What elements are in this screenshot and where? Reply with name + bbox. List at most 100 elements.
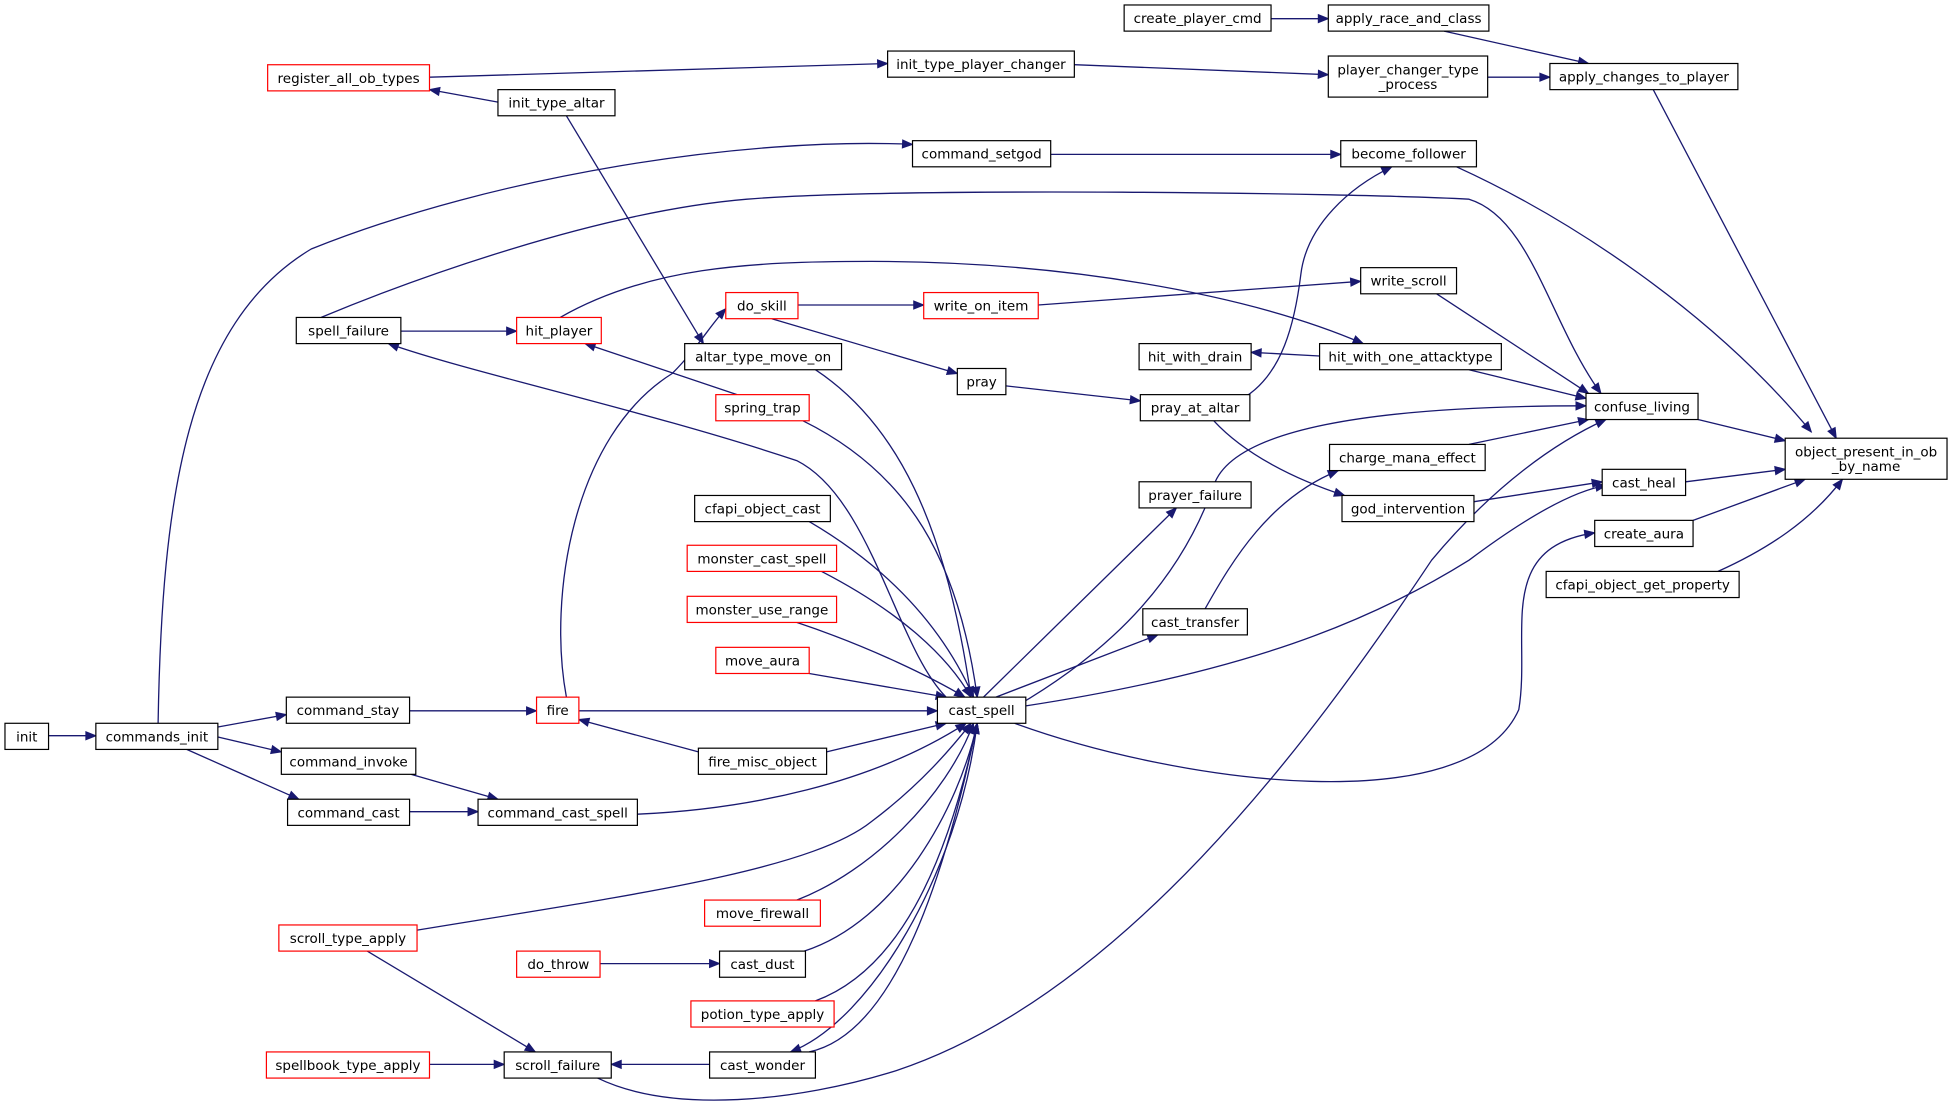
edge-altar_type_move_on-to-cast_spell	[815, 369, 975, 699]
edge-line	[186, 748, 300, 800]
node-box	[267, 64, 431, 92]
node-hit-with-one-attacktype[interactable]: hit_with_one_attacktype	[1318, 342, 1502, 371]
node-command-stay[interactable]: command_stay	[285, 696, 411, 724]
edge-line	[796, 621, 966, 698]
edge-line	[578, 718, 699, 753]
node-root[interactable]: object_present_in_ob_by_name	[1784, 437, 1948, 480]
edge-charge_mana_effect-to-confuse_living	[1468, 417, 1590, 446]
edge-commands_init-to-command_invoke	[217, 736, 283, 755]
node-fire-misc-object[interactable]: fire_misc_object	[697, 747, 828, 775]
node-box	[477, 798, 638, 826]
node-label: cfapi_object_cast	[705, 502, 821, 518]
node-create-aura[interactable]: create_aura	[1594, 519, 1694, 548]
node-confuse-living[interactable]: confuse_living	[1585, 392, 1699, 421]
edge-arrowhead	[1326, 470, 1340, 479]
node-command-cast-spell[interactable]: command_cast_spell	[477, 798, 638, 826]
node-box	[516, 950, 601, 978]
node-command-setgod[interactable]: command_setgod	[911, 140, 1052, 168]
node-cfapi-object-get-property[interactable]: cfapi_object_get_property	[1545, 570, 1740, 599]
node-box	[715, 394, 810, 422]
node-do-skill[interactable]: do_skill	[725, 291, 799, 320]
node-label: move_aura	[725, 653, 800, 669]
node-command-cast[interactable]: command_cast	[286, 798, 411, 826]
node-write-scroll[interactable]: write_scroll	[1360, 267, 1458, 295]
node-cast-wonder[interactable]: cast_wonder	[708, 1051, 817, 1079]
node-box	[1142, 608, 1248, 636]
edge-apply_changes_to_player-to-root	[1652, 89, 1837, 440]
node-altar-type-move-on[interactable]: altar_type_move_on	[684, 342, 843, 371]
edge-line	[217, 713, 287, 728]
node-do-throw[interactable]: do_throw	[516, 950, 601, 978]
node-label: spell_failure	[308, 324, 389, 340]
edge-cast_wonder-to-cast_spell	[809, 721, 980, 1053]
edge-arrowhead	[1800, 420, 1813, 434]
edge-line	[796, 723, 975, 901]
node-monster-use-range[interactable]: monster_use_range	[686, 595, 838, 624]
node-cast-dust[interactable]: cast_dust	[718, 950, 807, 978]
node-god-intervention[interactable]: god_intervention	[1341, 494, 1475, 523]
edge-cast_spell-to-cast_heal	[1025, 482, 1608, 707]
node-commands-init[interactable]: commands_init	[95, 722, 219, 751]
node-cast-spell[interactable]: cast_spell	[936, 696, 1027, 724]
node-move-aura[interactable]: move_aura	[715, 646, 810, 675]
edge-arrowhead	[961, 685, 972, 699]
node-scroll-failure[interactable]: scroll_failure	[503, 1051, 612, 1079]
node-charge-mana-effect[interactable]: charge_mana_effect	[1328, 443, 1486, 472]
edge-line	[821, 570, 972, 698]
edge-arrowhead	[1317, 13, 1330, 24]
node-label: hit_player	[526, 324, 593, 340]
edge-cast_spell-to-spell_failure	[387, 342, 947, 698]
node-spell-failure[interactable]: spell_failure	[295, 316, 402, 345]
edge-commands_init-to-command_setgod	[157, 139, 914, 724]
node-spring-trap[interactable]: spring_trap	[715, 394, 810, 422]
node-cast-transfer[interactable]: cast_transfer	[1142, 608, 1248, 636]
node-init-type-altar[interactable]: init_type_altar	[497, 89, 616, 117]
node-pray[interactable]: pray	[956, 367, 1007, 396]
node-become-follower[interactable]: become_follower	[1340, 140, 1478, 168]
node-label: altar_type_move_on	[695, 350, 831, 366]
edge-line	[1014, 532, 1595, 783]
node-box	[280, 747, 417, 775]
node-write-on-item[interactable]: write_on_item	[923, 291, 1039, 320]
edge-register_all_ob_types-to-init_type_player_changer	[429, 59, 889, 78]
node-box	[1139, 394, 1251, 422]
edge-line	[1473, 481, 1603, 503]
edge-move_aura-to-cast_spell	[809, 672, 948, 701]
node-apply-race-and-class[interactable]: apply_race_and_class	[1327, 4, 1490, 32]
node-apply-changes-to-player[interactable]: apply_changes_to_player	[1549, 62, 1739, 91]
node-cfapi-object-cast[interactable]: cfapi_object_cast	[694, 494, 831, 523]
edge-fire-to-cast_spell	[578, 706, 939, 716]
node-monster-cast-spell[interactable]: monster_cast_spell	[686, 544, 838, 573]
node-player-changer-type-process[interactable]: player_changer_type_process	[1327, 55, 1489, 98]
node-box	[516, 316, 602, 345]
node-pray-at-altar[interactable]: pray_at_altar	[1139, 394, 1251, 422]
node-create-player-cmd[interactable]: create_player_cmd	[1123, 4, 1272, 32]
node-box	[265, 1051, 431, 1079]
node-spellbook-type-apply[interactable]: spellbook_type_apply	[265, 1051, 431, 1079]
edge-arrowhead	[1330, 149, 1343, 160]
node-init[interactable]: init	[4, 722, 50, 751]
node-hit-with-drain[interactable]: hit_with_drain	[1138, 342, 1252, 371]
edge-line	[410, 722, 972, 932]
edge-line	[790, 723, 978, 1053]
edge-line	[1717, 478, 1843, 572]
node-fire[interactable]: fire	[535, 696, 580, 724]
node-hit-player[interactable]: hit_player	[516, 316, 602, 345]
edge-spell_failure-to-hit_player	[400, 326, 518, 336]
edge-arrowhead	[526, 706, 538, 716]
edge-arrowhead	[1773, 433, 1787, 443]
node-init-type-player-changer[interactable]: init_type_player_changer	[887, 50, 1075, 78]
edge-arrowhead	[1380, 166, 1394, 176]
node-command-invoke[interactable]: command_invoke	[280, 747, 417, 775]
edge-line	[320, 191, 1602, 394]
edge-god_intervention-to-cast_heal	[1473, 478, 1604, 503]
node-move-firewall[interactable]: move_firewall	[704, 899, 821, 927]
node-register-all-ob-types[interactable]: register_all_ob_types	[267, 64, 431, 92]
edge-line	[429, 88, 499, 103]
edge-fire-to-do_skill	[560, 307, 727, 698]
node-scroll-type-apply[interactable]: scroll_type_apply	[278, 924, 418, 952]
node-potion-type-apply[interactable]: potion_type_apply	[690, 1000, 835, 1028]
edge-arrowhead	[945, 365, 959, 376]
node-prayer-failure[interactable]: prayer_failure	[1138, 481, 1252, 509]
node-cast-heal[interactable]: cast_heal	[1601, 468, 1687, 497]
